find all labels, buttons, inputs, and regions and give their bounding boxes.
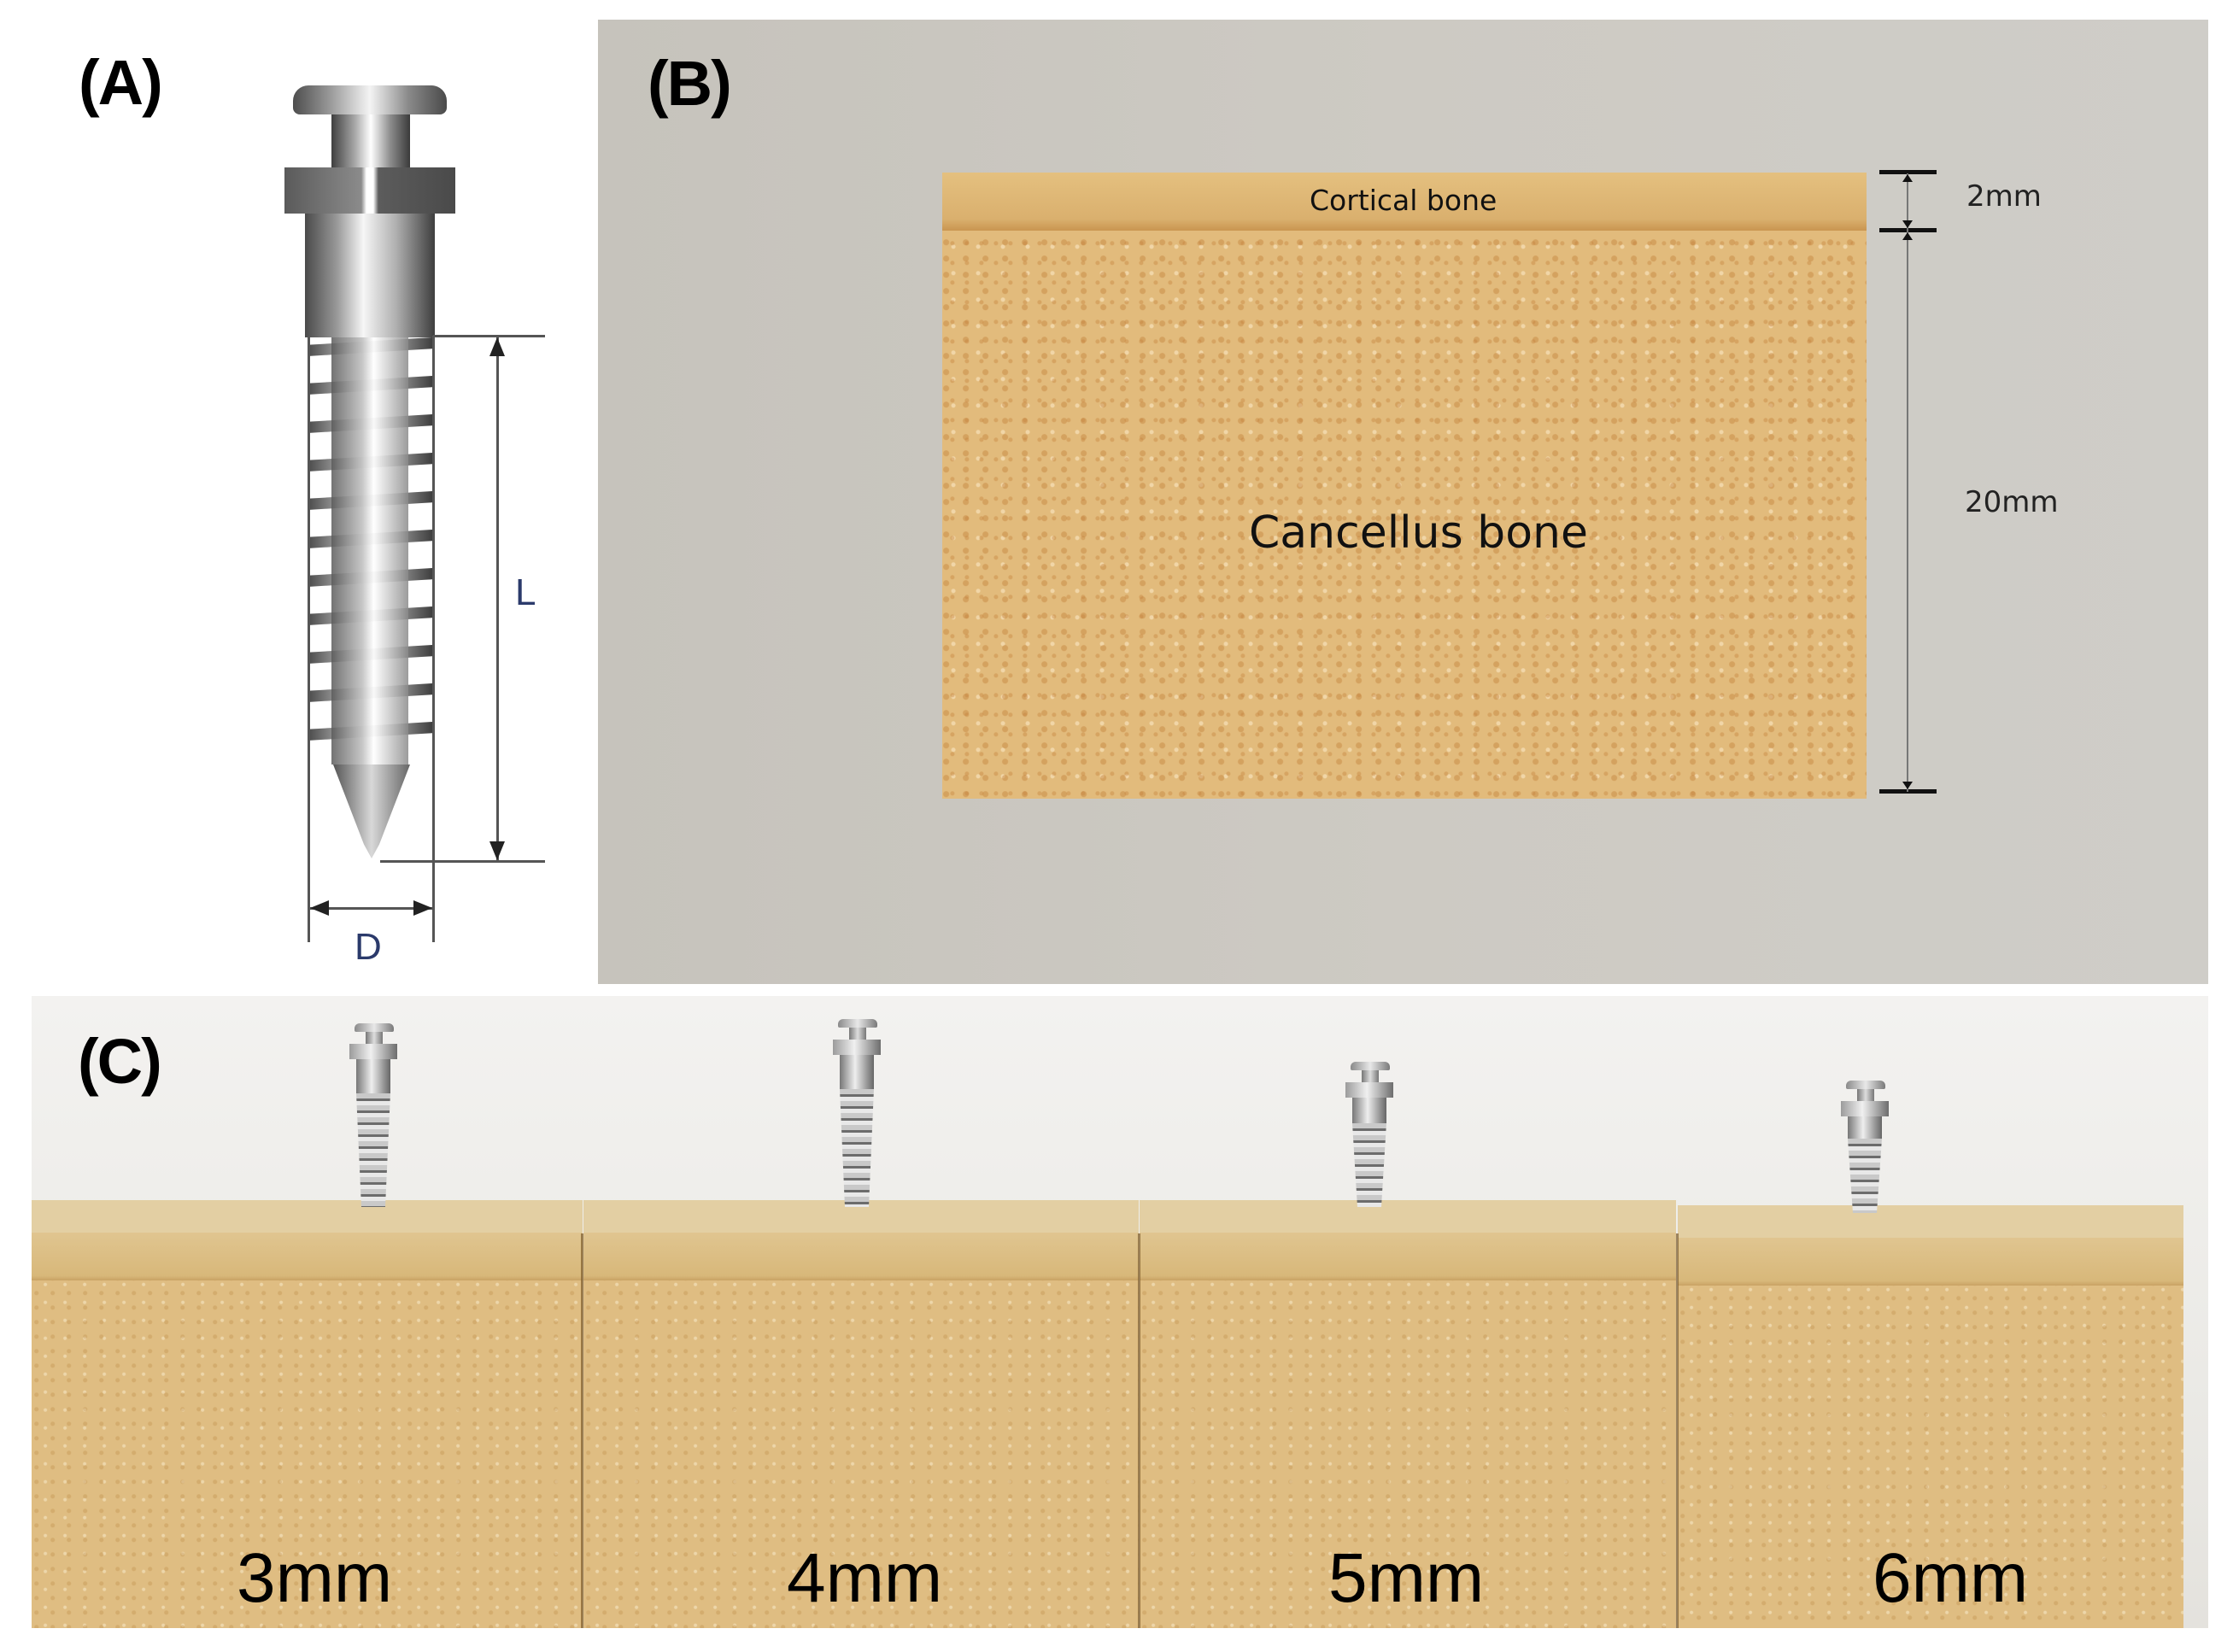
inserted-mini-screw-3mm bbox=[349, 1023, 397, 1207]
cortical-layer bbox=[1678, 1238, 2183, 1286]
screw-head bbox=[293, 85, 447, 114]
screw-shaft bbox=[305, 214, 435, 337]
block-label: 4mm bbox=[787, 1539, 943, 1617]
dimension-arrow-icon bbox=[1902, 174, 1913, 182]
block-divider bbox=[1676, 1233, 1679, 1628]
panel-c: (C) 3mm 4mm 5mm 6mm bbox=[32, 996, 2208, 1628]
screw-hex-collar bbox=[284, 167, 455, 214]
panel-a: (A) D bbox=[0, 0, 598, 991]
bone-block-5mm: 5mm bbox=[1140, 1200, 1676, 1628]
length-label: L bbox=[515, 571, 536, 613]
block-divider bbox=[581, 1233, 583, 1628]
screw-tip bbox=[333, 764, 410, 858]
diameter-right-line bbox=[432, 336, 435, 942]
block-top-surface bbox=[32, 1200, 583, 1233]
cortical-layer bbox=[1140, 1233, 1676, 1280]
mini-screw-illustration bbox=[282, 84, 461, 861]
block-top-surface bbox=[1140, 1200, 1676, 1233]
artificial-bone-block: Cortical bone Cancellus bone bbox=[942, 173, 1867, 799]
length-arrow-down-icon bbox=[489, 841, 505, 860]
panel-b: (B) Cortical bone Cancellus bone 2mm 20m… bbox=[598, 20, 2208, 984]
cortical-bone-layer bbox=[942, 173, 1867, 231]
bone-block-4mm: 4mm bbox=[583, 1200, 1139, 1628]
block-label: 3mm bbox=[237, 1539, 393, 1617]
inserted-mini-screw-4mm bbox=[833, 1019, 881, 1207]
panel-b-label: (B) bbox=[648, 48, 732, 119]
dimension-arrow-icon bbox=[1902, 782, 1913, 789]
block-label: 5mm bbox=[1328, 1539, 1485, 1617]
dimension-tick-top bbox=[1879, 170, 1937, 174]
length-vertical-line bbox=[496, 337, 499, 860]
length-top-line bbox=[433, 335, 545, 337]
block-divider bbox=[1138, 1233, 1140, 1628]
length-arrow-up-icon bbox=[489, 337, 505, 356]
cortical-bone-label: Cortical bone bbox=[1310, 184, 1497, 217]
inserted-mini-screw-5mm bbox=[1345, 1062, 1393, 1207]
screw-threads bbox=[308, 337, 432, 764]
panel-a-label: (A) bbox=[79, 47, 163, 118]
cancellus-bone-label: Cancellus bone bbox=[1249, 507, 1588, 559]
dimension-vertical-line bbox=[1907, 173, 1908, 792]
block-top-surface bbox=[1678, 1205, 2183, 1238]
diameter-arrow-right-icon bbox=[413, 900, 432, 916]
block-label: 6mm bbox=[1873, 1539, 2029, 1617]
cortical-layer bbox=[32, 1233, 583, 1280]
cancellus-thickness-label: 20mm bbox=[1965, 485, 2059, 519]
inserted-mini-screw-6mm bbox=[1841, 1081, 1889, 1213]
cortical-thickness-label: 2mm bbox=[1966, 179, 2042, 214]
dimension-arrow-icon bbox=[1902, 220, 1913, 228]
diameter-label: D bbox=[355, 926, 382, 968]
panel-c-label: (C) bbox=[78, 1026, 162, 1097]
bone-block-3mm: 3mm bbox=[32, 1200, 583, 1628]
diameter-arrow-left-icon bbox=[310, 900, 329, 916]
dimension-arrow-icon bbox=[1902, 232, 1913, 240]
screw-neck bbox=[331, 114, 410, 167]
length-bottom-line bbox=[380, 860, 545, 863]
cortical-layer bbox=[583, 1233, 1139, 1280]
diameter-arrow-line bbox=[310, 907, 432, 910]
diameter-left-line bbox=[308, 336, 310, 942]
bone-block-6mm: 6mm bbox=[1678, 1205, 2183, 1628]
